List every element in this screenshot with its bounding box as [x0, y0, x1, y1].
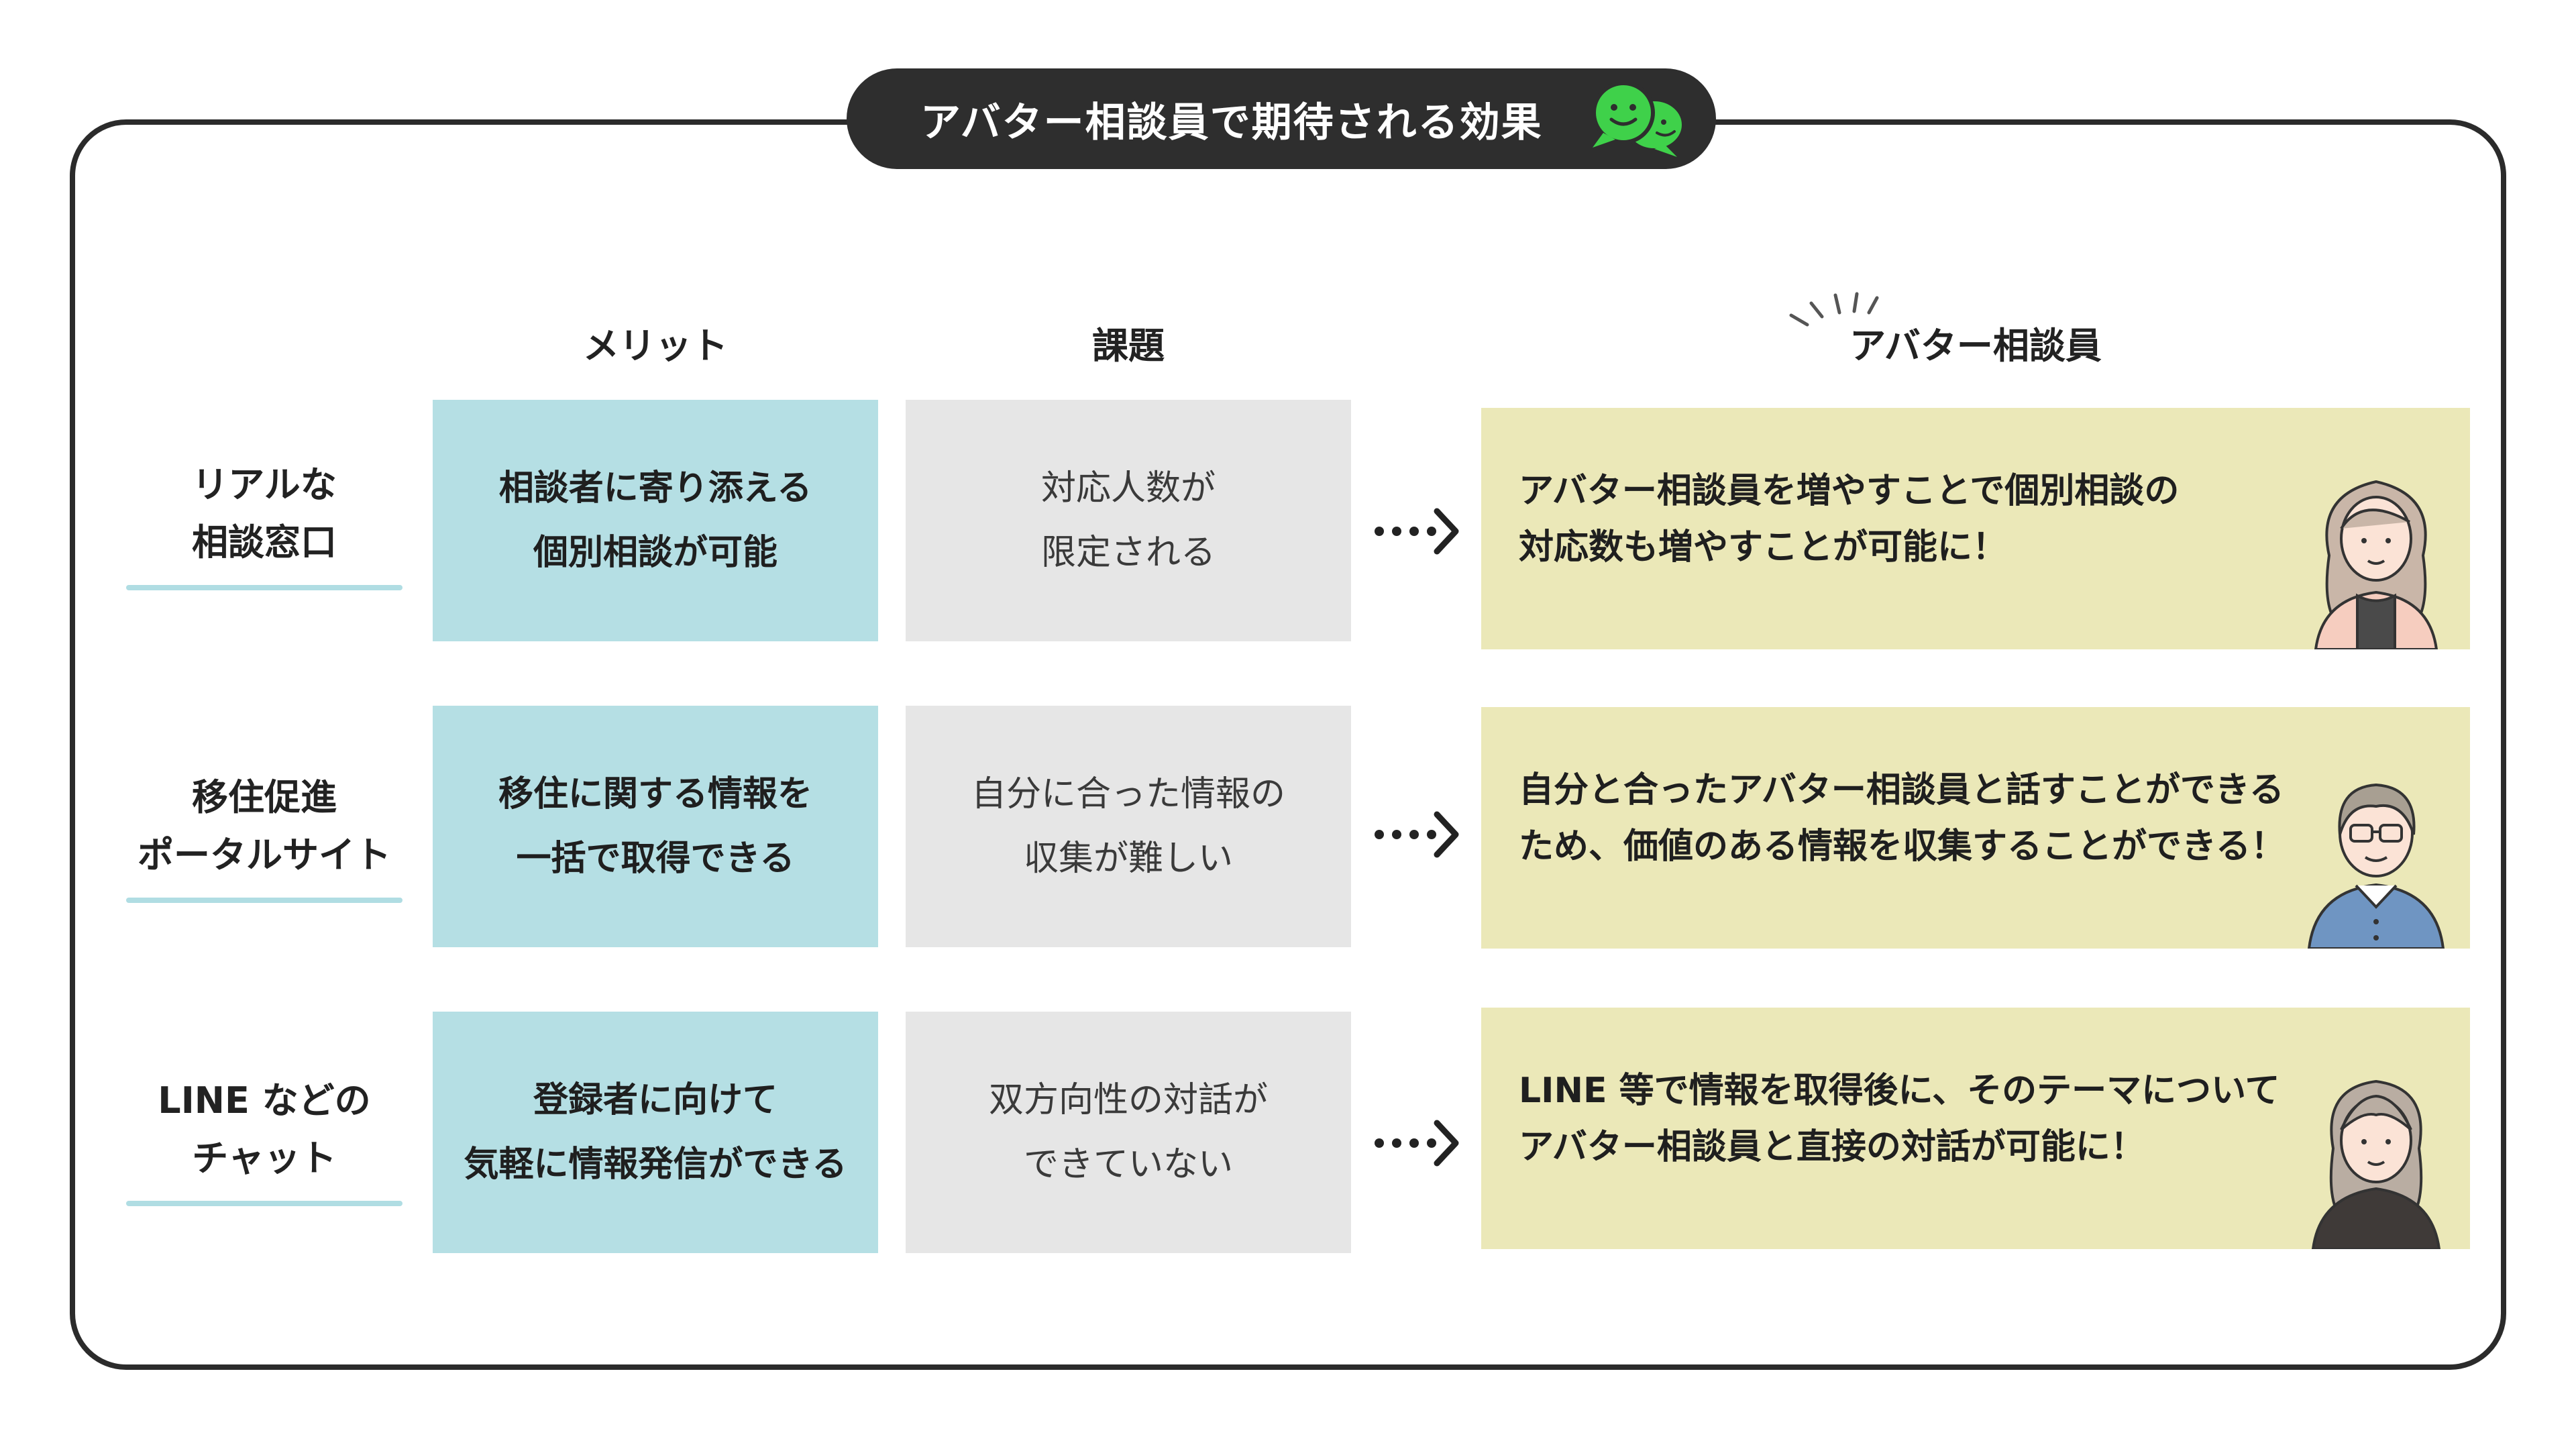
title-banner: アバター相談員で期待される効果 [847, 68, 1716, 169]
result-text: アバター相談員と直接の対話が可能に！ [1519, 1127, 2145, 1167]
row-label-line: リアルな [192, 464, 337, 506]
dotted-arrow-icon [1375, 1120, 1459, 1167]
row-label-line: 移住促進 [192, 776, 337, 818]
issue-box: 双方向性の対話が できていない [906, 1012, 1351, 1253]
merit-text: 一括で取得できる [516, 839, 795, 879]
dotted-arrow-icon [1375, 508, 1459, 555]
dotted-arrow-icon [1375, 811, 1459, 858]
row-label-real-consultation: リアルな 相談窓口 [126, 456, 402, 590]
column-header-merit: メリット [583, 325, 728, 367]
merit-text: 相談者に寄り添える [498, 468, 812, 508]
issue-text: できていない [1023, 1144, 1233, 1185]
row-label-line: ポータルサイト [138, 834, 391, 876]
issue-text: 収集が難しい [1023, 839, 1233, 879]
result-text: LINE 等で情報を取得後に、そのテーマについて [1519, 1071, 2280, 1111]
row-label-line: 相談窓口 [192, 521, 337, 564]
row-label-line-chat: LINE などの チャット [126, 1072, 402, 1206]
issue-text: 双方向性の対話が [988, 1080, 1268, 1120]
result-text: アバター相談員を増やすことで個別相談の [1519, 471, 2180, 511]
gray-haired-woman-avatar-icon [2311, 1079, 2441, 1249]
merit-box: 相談者に寄り添える 個別相談が可能 [433, 400, 878, 641]
result-text: 自分と合ったアバター相談員と話すことができる [1519, 770, 2284, 810]
result-text: ため、価値のある情報を収集することができる！ [1519, 826, 2286, 867]
page-title: アバター相談員で期待される効果 [920, 99, 1543, 146]
avatar-result-box: アバター相談員を増やすことで個別相談の 対応数も増やすことが可能に！ [1481, 408, 2470, 649]
issue-box: 自分に合った情報の 収集が難しい [906, 706, 1351, 947]
elderly-man-avatar-icon [2307, 783, 2445, 949]
row-label-underline [126, 585, 402, 590]
merit-text: 移住に関する情報を [498, 774, 812, 814]
merit-text: 登録者に向けて [533, 1080, 777, 1120]
issue-text: 限定される [1040, 533, 1216, 573]
merit-text: 気軽に情報発信ができる [464, 1144, 847, 1185]
avatar-result-box: 自分と合ったアバター相談員と話すことができる ため、価値のある情報を収集すること… [1481, 707, 2470, 949]
merit-text: 個別相談が可能 [533, 533, 777, 573]
issue-text: 対応人数が [1040, 468, 1216, 508]
issue-text: 自分に合った情報の [971, 774, 1285, 814]
row-label-underline [126, 1201, 402, 1206]
issue-box: 対応人数が 限定される [906, 400, 1351, 641]
column-header-avatar: アバター相談員 [1849, 325, 2102, 367]
woman-avatar-icon [2314, 480, 2438, 649]
sparkle-icon [1789, 292, 1879, 327]
row-label-migration-portal: 移住促進 ポータルサイト [126, 769, 402, 903]
column-header-issue: 課題 [1092, 325, 1165, 367]
merit-box: 移住に関する情報を 一括で取得できる [433, 706, 878, 947]
row-label-underline [126, 898, 402, 903]
row-label-line: LINE などの [158, 1079, 371, 1122]
merit-box: 登録者に向けて 気軽に情報発信ができる [433, 1012, 878, 1253]
avatar-result-box: LINE 等で情報を取得後に、そのテーマについて アバター相談員と直接の対話が可… [1481, 1008, 2470, 1249]
result-text: 対応数も増やすことが可能に！ [1519, 527, 2008, 568]
chat-bubbles-icon [1592, 81, 1686, 157]
row-label-line: チャット [192, 1137, 337, 1179]
